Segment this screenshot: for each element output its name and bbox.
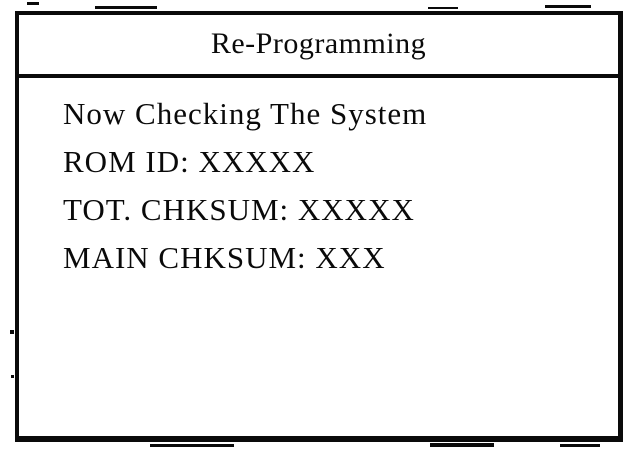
status-line-rom-id: ROM ID: XXXXX [63, 144, 316, 179]
scan-artifact [11, 375, 14, 378]
scan-artifact [430, 443, 494, 447]
dialog-title-bar: Re-Programming [19, 15, 618, 78]
scan-artifact [150, 444, 234, 447]
scan-artifact [428, 7, 458, 9]
scan-artifact [95, 6, 157, 9]
scan-artifact [545, 5, 591, 8]
dialog-body: Now Checking The System ROM ID: XXXXX TO… [19, 78, 618, 282]
status-line-total-checksum: TOT. CHKSUM: XXXXX [63, 192, 415, 227]
scan-artifact [27, 2, 39, 5]
scan-artifact [10, 330, 14, 334]
scan-artifact [560, 444, 600, 447]
reprogramming-dialog: Re-Programming Now Checking The System R… [15, 11, 623, 442]
status-line-main-checksum: MAIN CHKSUM: XXX [63, 240, 386, 275]
dialog-title: Re-Programming [210, 26, 427, 60]
status-line-checking: Now Checking The System [63, 96, 428, 131]
